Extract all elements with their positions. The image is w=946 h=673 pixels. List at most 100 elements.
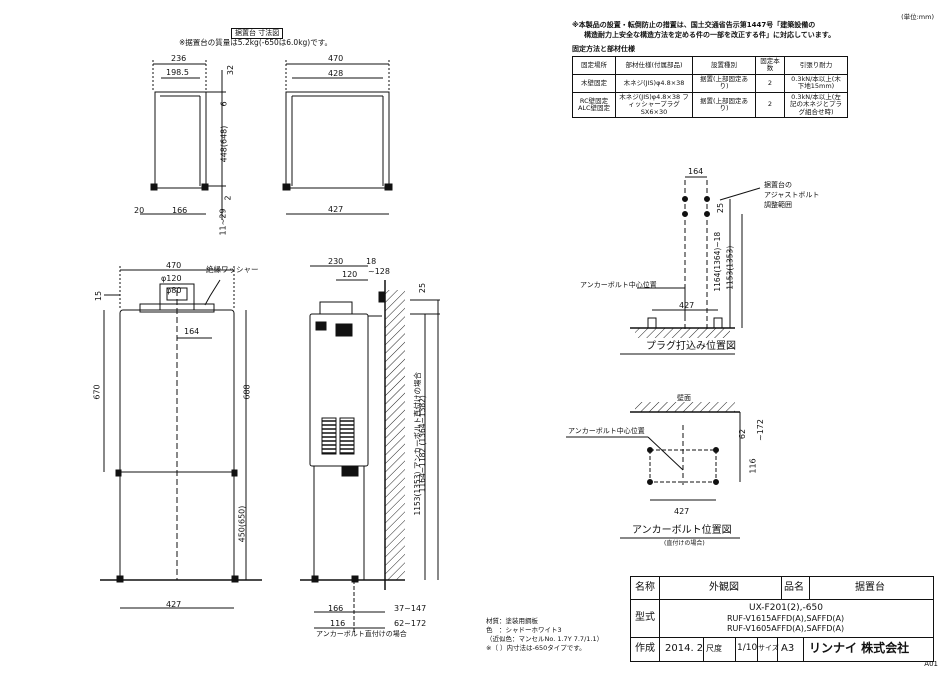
table-cell: RC壁固定 ALC壁固定 <box>572 91 616 119</box>
dim-front-164: 164 <box>184 327 200 336</box>
dim-side-116: 116 <box>330 619 346 628</box>
table-row: 木壁固定 木ネジ(JIS)φ4.8×38 据置(上部固定あり) 2 0.3kN/… <box>572 73 848 93</box>
tb-scale: 1/10 <box>737 643 758 653</box>
dim-side-230: 230 <box>328 257 344 266</box>
table-cell: 木壁固定 <box>572 73 616 93</box>
table-header: 引張り耐力 <box>784 56 848 75</box>
spec-table-caption: 固定方法と部材仕様 <box>572 45 635 53</box>
dim-base-1129: 11~29 <box>218 208 228 236</box>
dim-base-32: 32 <box>226 64 236 76</box>
plug-dim-25: 25 <box>716 202 726 214</box>
base-front-view <box>282 60 393 215</box>
materials-line-1: 材質：塗装用鋼板 <box>486 617 538 625</box>
dim-front-470: 470 <box>166 261 182 270</box>
tb-model-main: UX-F201(2),-650 <box>749 603 823 613</box>
tb-date: 2014. 2 <box>665 643 704 654</box>
anchor-dim-62: 62 <box>738 428 748 440</box>
tb-made-label: 作成 <box>635 643 655 654</box>
dim-side-62172: 62~172 <box>394 619 427 628</box>
materials-line-2: 色 ：シャドーホワイト3 <box>486 626 562 634</box>
tb-product-label: 品名 <box>784 582 804 593</box>
tb-name-label: 名称 <box>635 582 655 593</box>
plug-dim-1164: 1164(1364)~18 <box>713 231 723 292</box>
tb-model-sub1: RUF-V1615AFFD(A),SAFFD(A) <box>727 614 845 623</box>
dim-base-166: 166 <box>172 206 188 215</box>
dim-side-1164: 1164~1182 (1364~1382) <box>417 395 427 493</box>
table-cell: 2 <box>755 73 785 93</box>
base-side-view <box>140 60 226 220</box>
tb-size: A3 <box>781 643 795 654</box>
title-block: 名称 外観図 品名 据置台 型式 UX-F201(2),-650 RUF-V16… <box>630 576 934 662</box>
tb-model-label: 型式 <box>635 612 655 623</box>
dim-front-427: 427 <box>166 600 182 609</box>
plug-position-diagram <box>620 176 761 355</box>
dim-base-6: 6 <box>219 101 229 107</box>
regulation-note-2: 構造耐力上安全な構造方法を定める件の一部を改正する件」に対応しています。 <box>584 31 836 39</box>
plug-dim-1153: 1153(1353) <box>725 245 735 290</box>
spec-table: 固定場所 部材仕様(付属部品) 設置種別 固定本数 引張り耐力 木壁固定 木ネジ… <box>572 56 848 119</box>
table-header: 部材仕様(付属部品) <box>615 56 693 75</box>
anchor-center-label: アンカーボルト中心位置 <box>568 427 645 435</box>
tb-model-sub2: RUF-V1605AFFD(A),SAFFD(A) <box>727 624 845 633</box>
materials-line-3: （近似色：マンセルNo. 1.7Y 7.7/1.1） <box>486 635 604 643</box>
dim-side-18: 18 <box>366 257 377 266</box>
dim-front-670: 670 <box>92 384 102 400</box>
plug-adjust-label-2: アジャストボルト <box>764 191 820 199</box>
dim-base-448: 448(648) <box>219 125 229 163</box>
base-title: 据置台 寸法図 <box>231 28 284 39</box>
dim-base-428: 428 <box>328 69 344 78</box>
plug-dim-164: 164 <box>688 167 704 176</box>
sheet-id: A01 <box>924 660 938 668</box>
table-cell: 据置(上部固定あり) <box>692 73 756 93</box>
tb-size-label: サイズ <box>758 644 779 652</box>
plug-dim-427: 427 <box>679 301 695 310</box>
plug-anchor-center: アンカーボルト中心位置 <box>580 281 657 289</box>
table-header: 固定場所 <box>572 56 616 75</box>
dim-front-15: 15 <box>94 290 104 302</box>
dim-side-37147: 37~147 <box>394 604 427 613</box>
anchor-dim-427: 427 <box>674 507 690 516</box>
plug-title: プラグ打込み位置図 <box>646 341 736 352</box>
dim-side-128: ~128 <box>368 267 390 276</box>
table-header: 固定本数 <box>755 56 785 75</box>
plug-adjust-label-3: 調整範囲 <box>764 201 792 209</box>
dim-side-166: 166 <box>328 604 344 613</box>
tb-name-value: 外観図 <box>709 582 739 593</box>
heater-front-view <box>100 266 262 609</box>
table-cell: 2 <box>755 91 785 119</box>
unit-note: (単位:mm) <box>901 13 934 21</box>
anchor-wall-label: 壁面 <box>677 394 691 402</box>
table-cell: 0.3kN/本以上(左記の木ネジとプラグ組合せ時) <box>784 91 848 119</box>
dim-base-470: 470 <box>328 54 344 63</box>
heater-side-view <box>300 265 440 632</box>
tb-product-value: 据置台 <box>855 582 885 593</box>
dim-side-120: 120 <box>342 270 358 279</box>
table-cell: 木ネジ(JIS)φ4.8×38 <box>615 73 693 93</box>
table-header-row: 固定場所 部材仕様(付属部品) 設置種別 固定本数 引張り耐力 <box>572 56 848 75</box>
base-mass-note: ※据置台の質量は5.2kg(-650は6.0kg)です。 <box>179 38 332 47</box>
dim-base-20: 20 <box>134 206 145 215</box>
washer-label: 絶縁ワッシャー <box>206 265 259 274</box>
dim-base-2: 2 <box>223 195 233 201</box>
dim-front-phi120: φ120 <box>161 274 182 283</box>
table-cell: 木ネジ(JIS)φ4.8×38 フィッシャープラグSX6×30 <box>615 91 693 119</box>
regulation-note-1: ※本製品の設置・転倒防止の措置は、国土交通省告示第1447号「建築設備の <box>572 21 816 29</box>
table-header: 設置種別 <box>692 56 756 75</box>
dim-front-phi80: φ80 <box>166 286 182 295</box>
table-cell: 0.3kN/本以上(木下地15mm) <box>784 73 848 93</box>
tb-scale-label: 尺度 <box>706 644 722 653</box>
dim-base-198: 198.5 <box>166 68 189 77</box>
dim-base-427: 427 <box>328 205 344 214</box>
anchor-title: アンカーボルト位置図 <box>632 525 732 536</box>
side-anchor-note: アンカーボルト直付けの場合 <box>316 630 407 638</box>
dim-side-25: 25 <box>418 282 428 294</box>
anchor-bolt-diagram <box>566 402 741 539</box>
anchor-dim-172: ~172 <box>755 419 765 441</box>
table-row: RC壁固定 ALC壁固定 木ネジ(JIS)φ4.8×38 フィッシャープラグSX… <box>572 91 848 119</box>
dim-front-688: 688 <box>242 384 252 400</box>
anchor-subtitle: (直付けの場合) <box>664 540 705 547</box>
materials-line-4: ※（ ）内寸法は-650タイプです。 <box>486 644 586 652</box>
table-cell: 据置(上部固定あり) <box>692 91 756 119</box>
anchor-dim-116: 116 <box>748 458 758 474</box>
